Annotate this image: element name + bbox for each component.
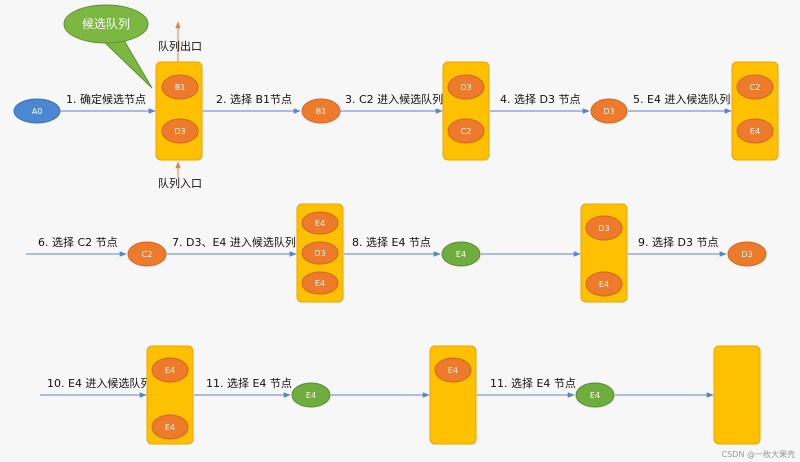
row-1: A0 1. 确定候选节点 B1 D3 2. 选择 B1节点 B1 3. C2 进… [13,61,779,161]
callout-bubble [63,4,149,44]
watermark: CSDN @一枚大果壳 [722,449,795,459]
queue-node [151,414,189,440]
queue-node-label: E4 [599,280,609,289]
selected-node-label: B1 [316,107,327,116]
queue-node [585,271,623,297]
queue-node-label: D3 [174,127,185,136]
step-label: 8. 选择 E4 节点 [352,235,431,249]
selected-node [727,241,767,267]
start-node-label: A0 [32,107,43,116]
queue-node-label: E4 [750,127,760,136]
row-2: 6. 选择 C2 节点 C2 7. D3、E4 进入候选队列 E4 D3 E4 … [26,203,767,303]
selected-node [441,241,481,267]
queue-node-label: E4 [165,366,175,375]
selected-node [291,382,331,408]
queue-node [736,118,774,144]
step-label: 10. E4 进入候选队列 [47,376,151,390]
step-label: 11. 选择 E4 节点 [206,376,292,390]
step-label: 3. C2 进入候选队列 [345,92,443,106]
step-label: 9. 选择 D3 节点 [638,235,718,249]
queue-node-label: C2 [461,127,472,136]
queue-node [301,271,339,295]
queue-node [301,211,339,235]
queue-node [161,118,199,144]
selected-node-label: E4 [306,391,316,400]
selected-node [575,382,615,408]
step-label: 5. E4 进入候选队列 [633,92,730,106]
queue-node-label: D3 [598,224,609,233]
queue-node [161,74,199,100]
queue-node [151,357,189,383]
empty-queue-box [713,345,761,445]
queue-node-label: E4 [448,366,458,375]
queue-node [301,241,339,265]
queue-exit-label: 队列出口 [158,39,202,53]
selected-node-label: E4 [590,391,600,400]
queue-node-label: E4 [165,423,175,432]
queue-node-label: E4 [315,279,325,288]
selected-node-label: C2 [142,250,153,259]
step-label: 7. D3、E4 进入候选队列 [172,235,296,249]
queue-node [447,118,485,144]
candidate-queue-callout: 候选队列 [63,4,153,89]
step-label: 6. 选择 C2 节点 [38,235,118,249]
selected-node [127,241,167,267]
queue-node-label: C2 [750,83,761,92]
queue-node-label: B1 [175,83,186,92]
queue-node-label: D3 [460,83,471,92]
row-3: 10. E4 进入候选队列 E4 E4 11. 选择 E4 节点 E4 E4 1… [40,345,761,445]
queue-entry-label: 队列入口 [158,176,202,190]
selected-node-label: D3 [603,107,614,116]
selected-node-label: D3 [741,250,752,259]
queue-node [736,74,774,100]
selected-node-label: E4 [456,250,466,259]
callout-text: 候选队列 [82,16,130,31]
queue-node [447,74,485,100]
step-label: 1. 确定候选节点 [66,92,146,106]
queue-node [434,357,472,383]
selected-node [590,98,628,124]
step-label: 11. 选择 E4 节点 [490,376,576,390]
step-label: 2. 选择 B1节点 [216,92,292,106]
queue-node [585,215,623,241]
step-label: 4. 选择 D3 节点 [500,92,580,106]
queue-node-label: E4 [315,219,325,228]
queue-node-label: D3 [314,249,325,258]
